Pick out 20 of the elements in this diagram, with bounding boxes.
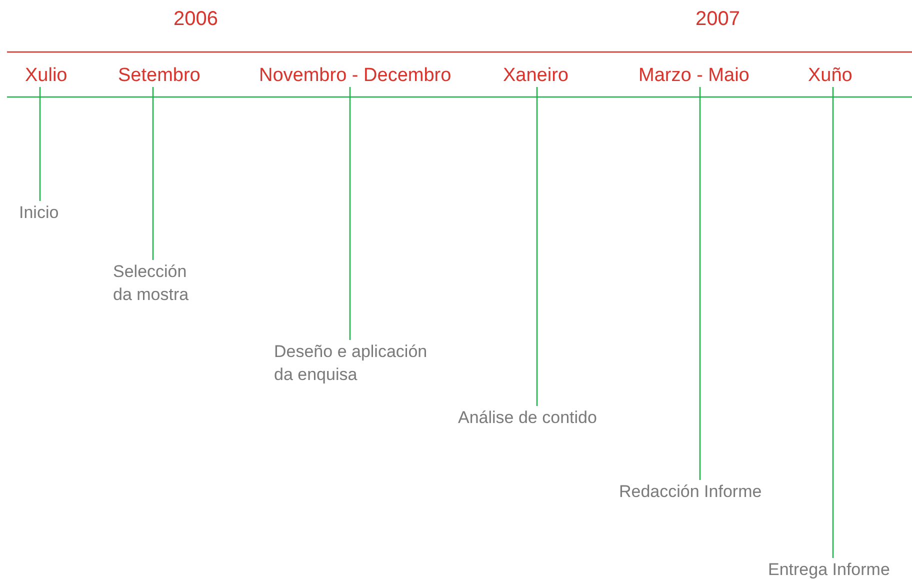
leader-line	[152, 87, 154, 260]
activity-label: Entrega Informe	[768, 558, 908, 579]
leader-line	[349, 87, 351, 340]
year-label: 2007	[696, 8, 740, 31]
activity-label: Inicio	[19, 201, 79, 224]
leader-line	[832, 87, 834, 558]
activity-label: Análise de contido	[458, 406, 618, 429]
leader-line	[39, 87, 41, 201]
month-label: Marzo - Maio	[638, 65, 750, 87]
leader-line	[699, 87, 701, 480]
activity-label: Deseño e aplicación da enquisa	[274, 340, 449, 386]
month-label: Novembro - Decembro	[259, 65, 452, 87]
activity-label: Selección da mostra	[113, 260, 203, 306]
month-label: Xaneiro	[503, 65, 568, 87]
leader-line	[536, 87, 538, 406]
activity-label: Redacción Informe	[619, 480, 784, 503]
month-label: Xuño	[808, 65, 852, 87]
year-label: 2006	[174, 8, 218, 31]
month-label: Setembro	[118, 65, 200, 87]
month-label: Xulio	[25, 65, 68, 87]
